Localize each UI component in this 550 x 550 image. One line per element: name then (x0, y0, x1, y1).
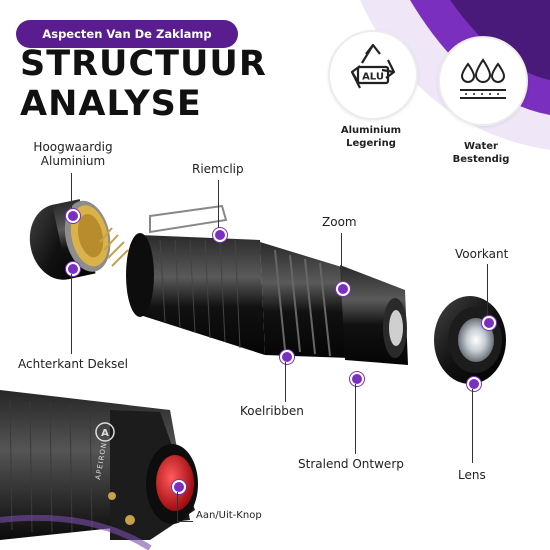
callout-line-aanuit-h (177, 521, 193, 522)
callout-dot-koelribben (280, 350, 294, 364)
feature-aluminium-label-line2: Legering (346, 138, 396, 149)
water-drops-icon (460, 58, 506, 99)
callout-dot-aluminium (66, 209, 80, 223)
feature-water-label-line1: Water (464, 141, 498, 152)
feature-aluminium-label: Aluminium Legering (318, 124, 424, 150)
page-title-line2: ANALYSE (20, 84, 202, 124)
callout-dot-riemclip (213, 228, 227, 242)
label-hoogwaardig-aluminium: Hoogwaardig Aluminium (18, 140, 128, 168)
callout-line-achterkant (71, 274, 72, 354)
main-body (126, 233, 408, 365)
label-koelribben: Koelribben (240, 404, 304, 418)
label-aan-uit-knop: Aan/Uit-Knop (196, 510, 262, 521)
front-bezel (434, 296, 506, 384)
feature-water-badge (438, 36, 528, 126)
callout-line-zoom (341, 233, 342, 283)
brand-logo-letter: A (101, 428, 109, 439)
page-title-line1: STRUCTUUR (20, 44, 267, 84)
label-stralend-ontwerp: Stralend Ontwerp (298, 457, 404, 471)
callout-dot-stralend (350, 372, 364, 386)
callout-dot-achterkant (66, 262, 80, 276)
feature-aluminium-label-line1: Aluminium (340, 125, 402, 136)
callout-line-aanuit-v (177, 492, 178, 522)
label-lens: Lens (458, 468, 486, 482)
label-zoom: Zoom (322, 215, 357, 229)
callout-line-stralend (355, 384, 356, 454)
callout-line-voorkant (487, 264, 488, 318)
callout-line-aluminium (71, 173, 72, 213)
recycle-alu-icon: ALU (350, 43, 396, 89)
callout-line-koelribben (285, 362, 286, 402)
flashlight-exploded-illustration (29, 199, 506, 384)
callout-dot-zoom (336, 282, 350, 296)
label-aluminium-line1: Hoogwaardig (33, 140, 113, 154)
tail-cap (29, 199, 111, 280)
callout-line-lens (472, 389, 473, 463)
feature-water-label: Water Bestendig (428, 140, 534, 166)
callout-line-riemclip (218, 180, 219, 232)
power-button-closeup: A APEIRON (0, 390, 198, 550)
callout-dot-voorkant (482, 316, 496, 330)
alu-icon-text: ALU (362, 72, 384, 83)
callout-dot-aanuit (172, 480, 186, 494)
belt-clip (149, 204, 228, 234)
label-riemclip: Riemclip (192, 162, 244, 176)
label-achterkant-deksel: Achterkant Deksel (18, 357, 128, 371)
spring (99, 227, 129, 267)
callout-dot-lens (467, 377, 481, 391)
label-voorkant: Voorkant (455, 247, 509, 261)
header-pill: Aspecten Van De Zaklamp (16, 20, 238, 48)
feature-water-label-line2: Bestendig (452, 154, 510, 165)
label-aluminium-line2: Aluminium (40, 154, 106, 168)
feature-aluminium-badge: ALU (328, 30, 418, 120)
